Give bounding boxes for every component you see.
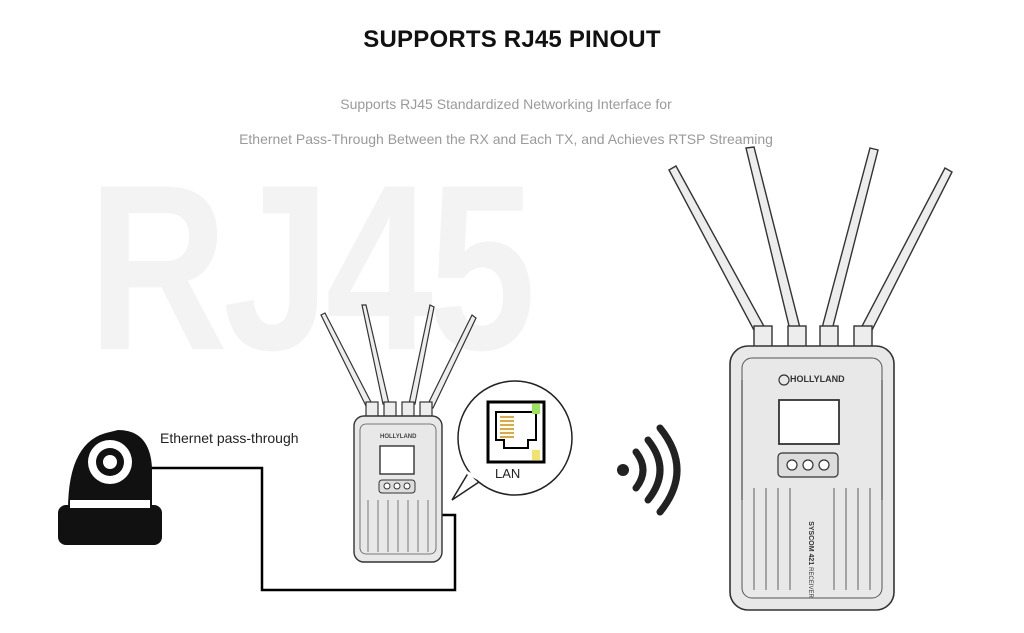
ethernet-cable	[150, 466, 457, 592]
wireless-signal-icon	[617, 424, 681, 516]
receiver-brand: HOLLYLAND	[790, 374, 845, 384]
receiver-model-label: SYSCOM 421 RECEIVER	[807, 521, 814, 598]
subtitle-line-2: Ethernet Pass-Through Between the RX and…	[239, 131, 773, 147]
page-title: SUPPORTS RJ45 PINOUT	[363, 26, 661, 53]
receiver-device	[729, 345, 895, 611]
ptz-camera-icon	[58, 430, 162, 545]
receiver-model: SYSCOM 421	[806, 521, 814, 566]
subtitle-line-1: Supports RJ45 Standardized Networking In…	[340, 96, 672, 112]
transmitter-antennas	[320, 304, 477, 419]
receiver-antennas	[668, 146, 953, 349]
transmitter-device	[353, 415, 443, 563]
ethernet-pass-through-label: Ethernet pass-through	[160, 430, 299, 446]
transmitter-brand: HOLLYLAND	[380, 434, 417, 440]
lan-label: LAN	[495, 466, 521, 481]
rj45-port-icon	[486, 400, 546, 464]
receiver-type: RECEIVER	[806, 567, 813, 598]
